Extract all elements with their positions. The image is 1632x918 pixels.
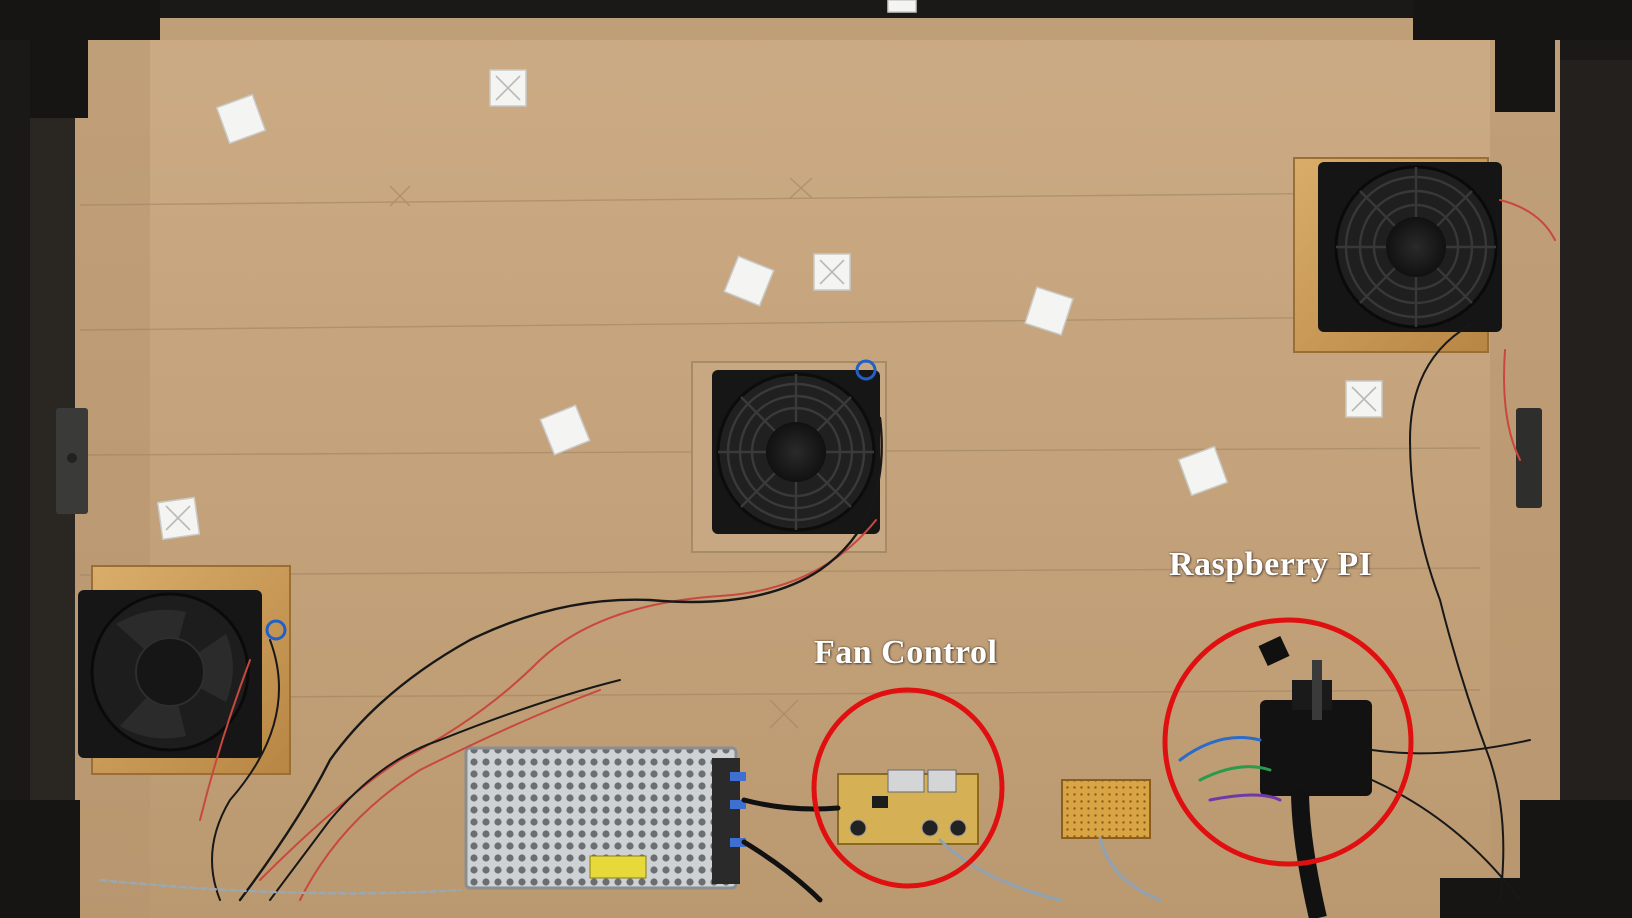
raspberry-pi-assembly	[1258, 635, 1372, 918]
power-supply	[464, 746, 746, 890]
fan-control-board	[837, 769, 979, 845]
raspberry-pi-label: Raspberry PI	[1169, 546, 1373, 583]
fan-control-highlight-circle	[811, 687, 1005, 889]
fan-control-label: Fan Control	[814, 634, 998, 671]
cables	[98, 199, 1556, 903]
right-latch	[1516, 408, 1542, 508]
perf-board	[1061, 779, 1151, 839]
fan-top-right	[1293, 157, 1502, 353]
raspberry-pi-highlight-circle	[1162, 617, 1414, 867]
fan-bottom-left	[78, 565, 291, 775]
fan-center	[691, 359, 887, 553]
